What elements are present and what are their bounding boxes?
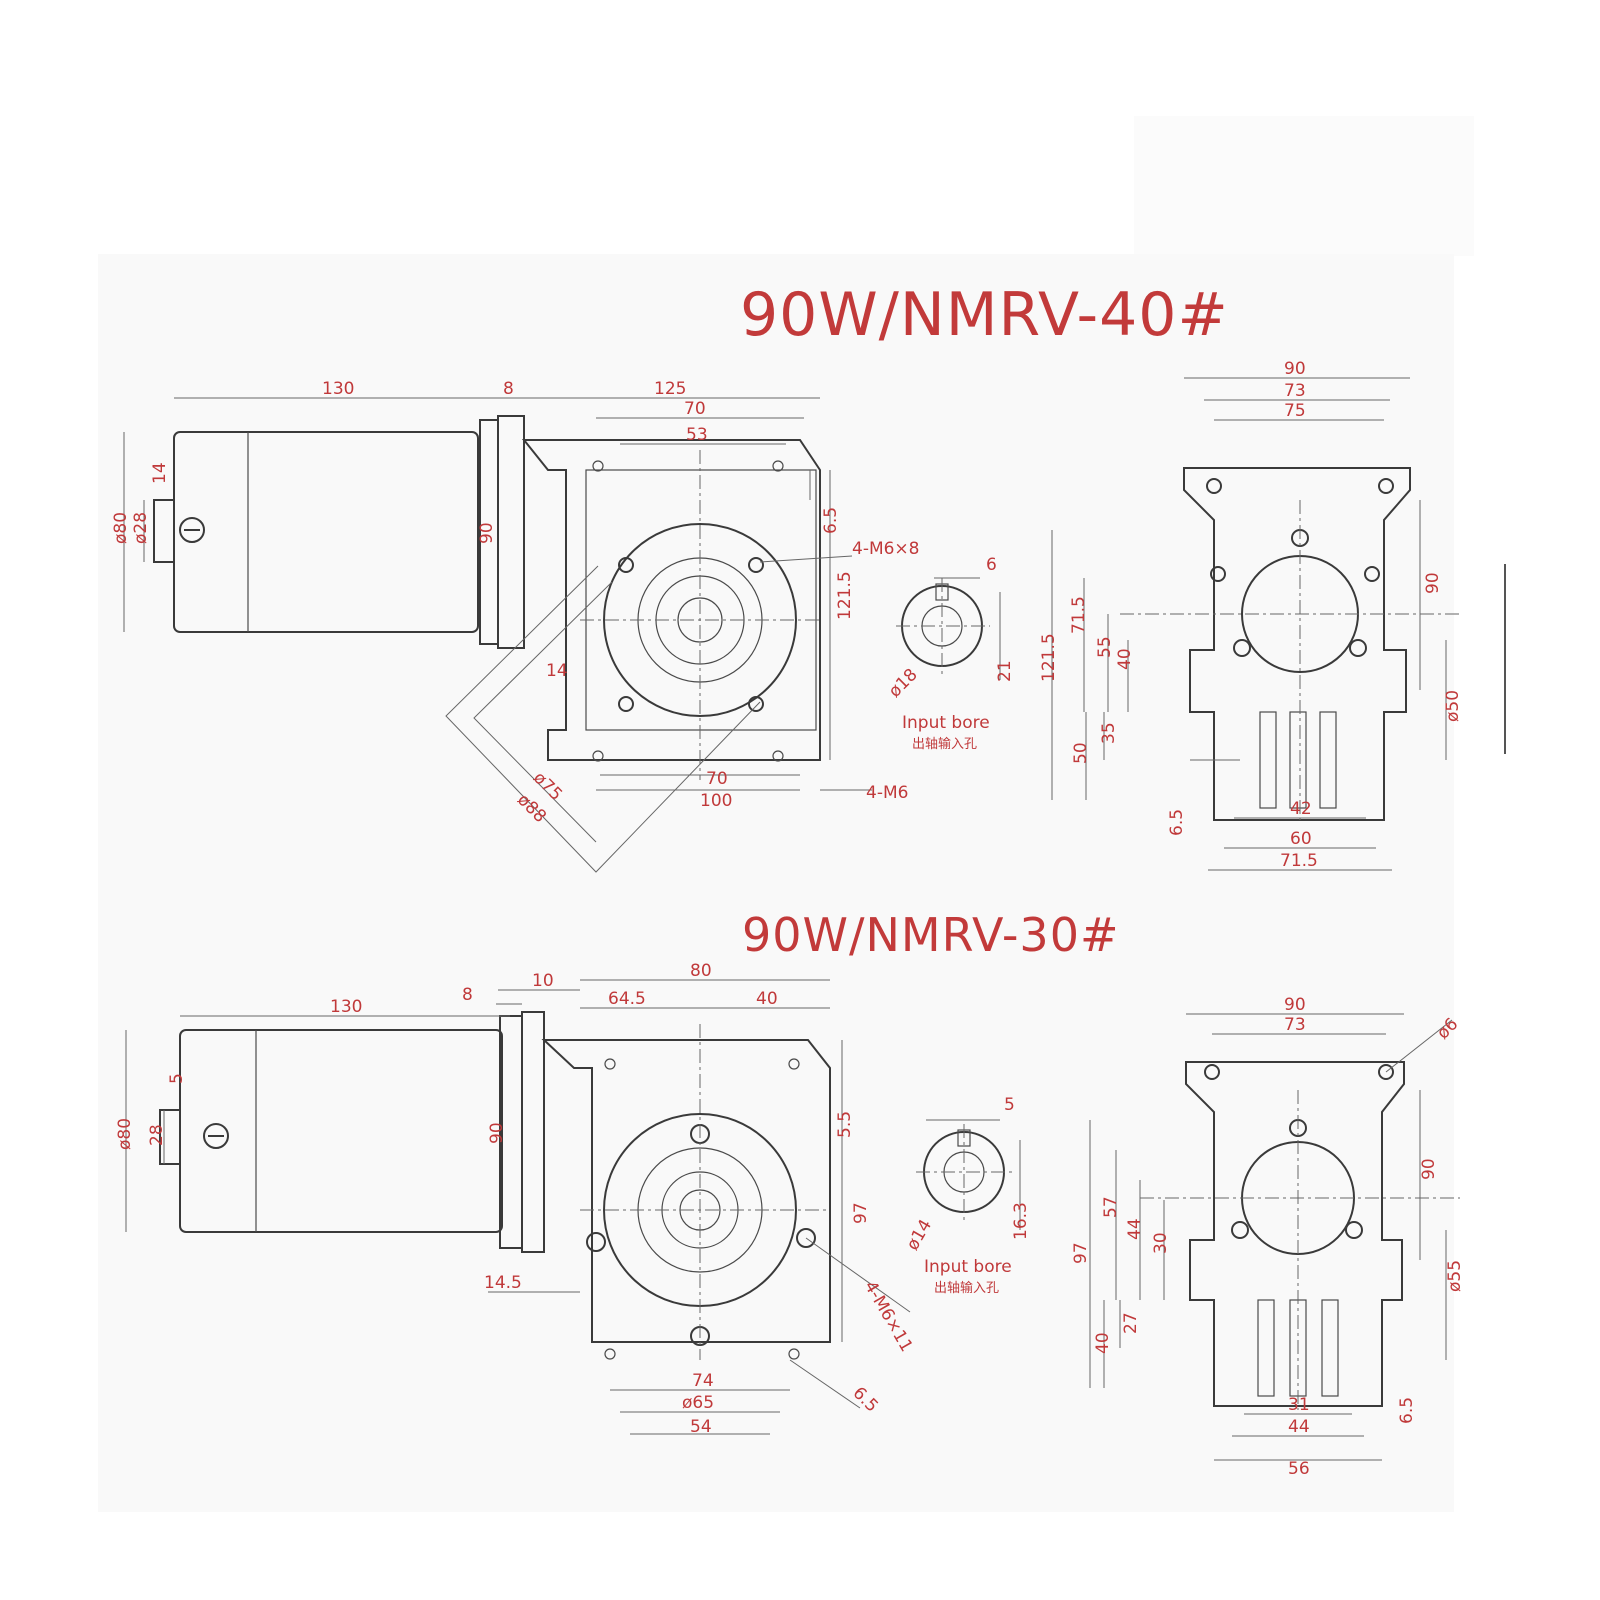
dim-motor-dia: ø80	[111, 512, 131, 544]
dim30-f-56: 56	[1288, 1459, 1310, 1479]
dim30-5-5: 5.5	[835, 1111, 855, 1138]
title-nmrv40: 90W/NMRV-40#	[740, 280, 1229, 350]
dim30-f-width: 90	[1284, 995, 1306, 1015]
bore30-label: Input bore	[924, 1257, 1012, 1277]
title-nmrv30: 90W/NMRV-30#	[742, 908, 1120, 962]
dim30-f-40: 40	[1093, 1332, 1113, 1354]
dim30-f-6-5: 6.5	[1397, 1397, 1417, 1424]
bore30-label-cn: 出轴输入孔	[934, 1280, 999, 1296]
dim-f-shaft: ø50	[1443, 690, 1463, 722]
dim30-f-30: 30	[1151, 1232, 1171, 1254]
dimensions-side-40: 130 8 125 70 53 6.5 121.5 4-M6×8 90 ø80 …	[111, 379, 920, 827]
dim-f-55: 55	[1095, 636, 1115, 658]
gearbox-30	[541, 1024, 831, 1360]
motor-30	[159, 1011, 545, 1253]
dim-f-40: 40	[1115, 648, 1135, 670]
dim-base-bolt: 70	[706, 769, 728, 789]
dim30-64-5: 64.5	[608, 989, 646, 1009]
gearbox-40	[445, 439, 822, 873]
dim-base-width: 100	[700, 791, 732, 811]
dim-base-offset: 14	[546, 661, 568, 681]
dim30-flange: 8	[462, 985, 473, 1005]
dimension-lines-40	[123, 397, 872, 791]
input-bore-30	[916, 1119, 1021, 1230]
dim-height: 121.5	[835, 571, 855, 620]
dimensions-front-40: 90 73 75 90 71.5 55 40 121.5 35 50 ø50 6…	[1039, 359, 1463, 871]
dim30-40: 40	[756, 989, 778, 1009]
bore-dia: ø18	[885, 665, 922, 702]
bore30-key: 5	[1004, 1095, 1015, 1115]
dim30-key: 5	[167, 1073, 187, 1084]
dim30-f-shaft: ø55	[1445, 1260, 1465, 1292]
dim30-80: 80	[690, 961, 712, 981]
dim30-f-31: 31	[1288, 1395, 1310, 1415]
dim-f-6-5: 6.5	[1167, 809, 1187, 836]
bore-label-cn: 出轴输入孔	[912, 736, 977, 752]
dim-offset: 6.5	[821, 507, 841, 534]
dim-f-121-5: 121.5	[1039, 633, 1059, 682]
dim-motor-height: 90	[477, 522, 497, 544]
dim30-f-hole: ø6	[1433, 1014, 1462, 1043]
bore-key: 6	[986, 555, 997, 575]
dim-thread: 4-M6×8	[852, 539, 920, 559]
bore30-depth: 16.3	[1011, 1202, 1031, 1240]
bore-depth: 21	[995, 660, 1015, 682]
dim30-10: 10	[532, 971, 554, 991]
dim30-54: 54	[690, 1417, 712, 1437]
drawing-sheet	[98, 254, 1454, 1512]
dim30-f-27: 27	[1121, 1312, 1141, 1334]
dimension-lines-30	[125, 979, 911, 1435]
front-view-40	[1051, 377, 1460, 871]
dim-f-50: 50	[1071, 742, 1091, 764]
dim-base-thread: 4-M6	[866, 783, 908, 803]
dim30-74: 74	[692, 1371, 714, 1391]
dim-f-60: 60	[1290, 829, 1312, 849]
input-bore-40	[896, 577, 1001, 680]
dim30-f-44b: 44	[1288, 1417, 1310, 1437]
motor-40	[153, 415, 525, 649]
dim30-thread: 4-M6×11	[860, 1278, 916, 1356]
dim-shaft-dia: ø28	[131, 512, 151, 544]
dim30-f-97: 97	[1071, 1242, 1091, 1264]
dim-width: 125	[654, 379, 686, 399]
front-view-30	[1089, 1013, 1460, 1461]
dim-f-bolt: 73	[1284, 381, 1306, 401]
background-panel	[1134, 116, 1474, 256]
dim30-14-5: 14.5	[484, 1273, 522, 1293]
dim-flange: 8	[503, 379, 514, 399]
bore-label: Input bore	[902, 713, 990, 733]
dim-inner: 53	[686, 425, 708, 445]
dim-f-71-5b: 71.5	[1280, 851, 1318, 871]
dim-bolt-span: 70	[684, 399, 706, 419]
dim30-shaft: 28	[147, 1124, 167, 1146]
dim-f-width: 90	[1284, 359, 1306, 379]
dim30-height: 97	[851, 1202, 871, 1224]
dim-f-71-5: 71.5	[1069, 596, 1089, 634]
dim-f-35: 35	[1099, 722, 1119, 744]
dim-length: 130	[322, 379, 354, 399]
dimensions-bore-40: 6 21 ø18 Input bore 出轴输入孔	[885, 555, 1015, 752]
dim-f-height: 90	[1423, 572, 1443, 594]
dim30-6-5: 6.5	[849, 1383, 882, 1416]
dim30-90: 90	[487, 1122, 507, 1144]
scrollbar-thumb[interactable]	[1504, 564, 1506, 754]
dimensions-front-30: 90 73 ø6 90 57 44 30 97 27 40 ø55 6.5 31…	[1071, 995, 1465, 1479]
bore30-dia: ø14	[903, 1216, 936, 1254]
dim30-f-44: 44	[1125, 1218, 1145, 1240]
dim-shaft-len: 14	[150, 462, 170, 484]
dimensions-side-30: 130 8 10 80 64.5 40 5.5 90 ø80 28 5 97 1…	[115, 961, 916, 1437]
dimensions-bore-30: 5 16.3 ø14 Input bore 出轴输入孔	[903, 1095, 1031, 1296]
dim30-length: 130	[330, 997, 362, 1017]
dim-f-42: 42	[1290, 799, 1312, 819]
dim30-f-bolt: 73	[1284, 1015, 1306, 1035]
dim30-pcd: ø65	[682, 1393, 714, 1413]
dim30-f-height: 90	[1419, 1158, 1439, 1180]
dim30-motor-dia: ø80	[115, 1118, 135, 1150]
dim30-f-57: 57	[1101, 1196, 1121, 1218]
dim-f-inner: 75	[1284, 401, 1306, 421]
